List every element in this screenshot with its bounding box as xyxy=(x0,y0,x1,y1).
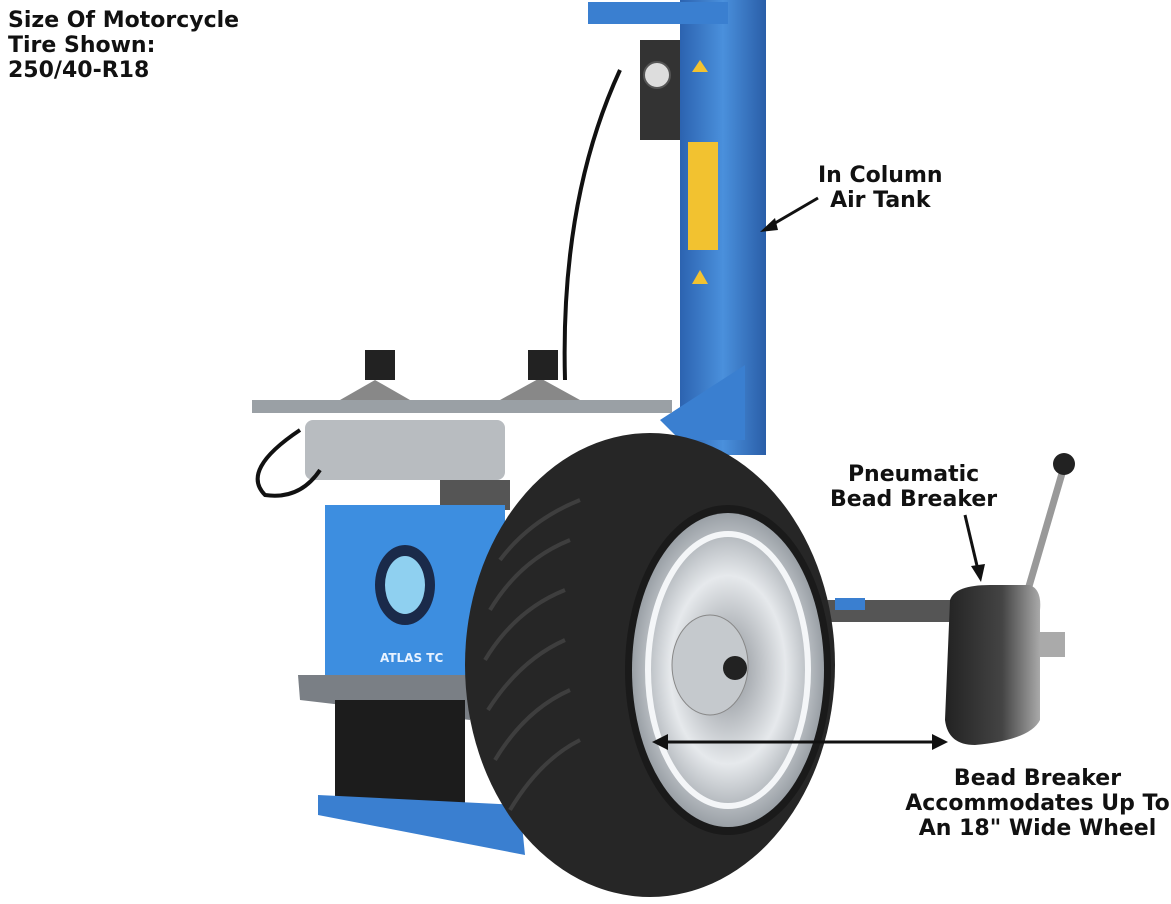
wheel-width-line-1: Bead Breaker xyxy=(953,766,1122,791)
brand-text: ATLAS TC xyxy=(380,651,443,665)
wheel-width-line-2: Accommodates Up To xyxy=(905,791,1170,816)
bead-breaker-line-1: Pneumatic xyxy=(847,462,980,487)
tire-size-line-1: Size Of Motorcycle xyxy=(8,8,240,33)
bead-breaker-callout: Pneumatic Bead Breaker xyxy=(830,462,997,512)
lever-knob-icon xyxy=(1053,453,1075,475)
turntable xyxy=(252,350,672,510)
tire-size-line-2: Tire Shown: xyxy=(8,33,156,58)
tire-size-value: 250/40-R18 xyxy=(8,58,150,83)
callout-arrows xyxy=(652,196,985,750)
bead-breaker-arm xyxy=(820,453,1075,657)
motorcycle-wheel xyxy=(465,433,835,897)
bead-breaker-pad xyxy=(945,585,1041,745)
wheel-width-callout: Bead Breaker Accommodates Up To An 18" W… xyxy=(900,766,1171,841)
air-tank-line-2: Air Tank xyxy=(830,188,931,213)
wheel-width-line-3: An 18" Wide Wheel xyxy=(918,816,1157,841)
column-air-tank xyxy=(562,0,766,455)
warning-label xyxy=(688,142,718,250)
tire-size-caption: Size Of Motorcycle Tire Shown: 250/40-R1… xyxy=(8,8,239,83)
air-tank-callout: In Column Air Tank xyxy=(818,163,943,213)
air-tank-line-1: In Column xyxy=(818,163,943,188)
pressure-gauge-icon xyxy=(643,61,671,89)
bead-breaker-line-2: Bead Breaker xyxy=(830,487,998,512)
